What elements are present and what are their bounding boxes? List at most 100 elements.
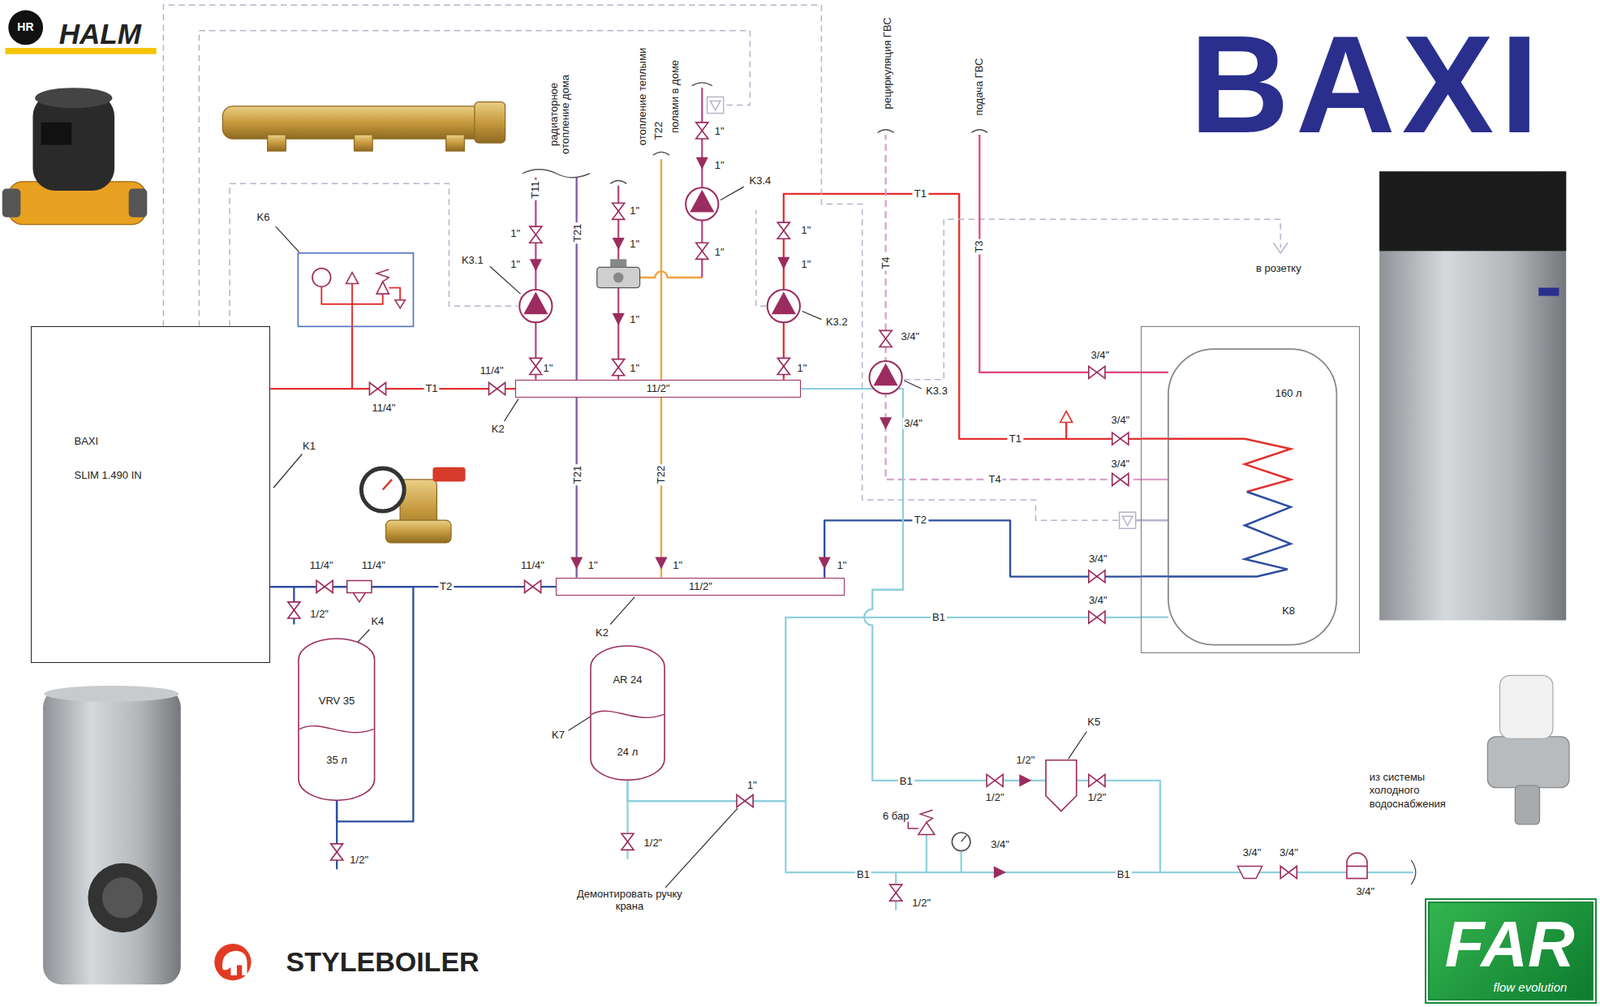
leader-line [1068,731,1088,760]
product-photo [1500,675,1553,739]
product-photo [354,134,374,151]
expansion-tank: VRV 3535 л [297,637,376,801]
pipe-connector [824,520,1141,577]
product-photo [43,685,179,702]
pipe [351,326,353,389]
k6-group [376,281,389,294]
product-photo [446,134,465,151]
valve-symbol [331,843,344,861]
pipe-bracket [610,180,627,185]
k6-group [395,300,406,309]
product-photo [474,102,506,143]
brand-logo-box: FARflow evolution [1426,899,1596,1003]
control-wire [903,219,1281,379]
node-title: 11/2" [646,382,671,396]
pump-symbol [868,361,902,394]
pipe-destination: подача ГВС [973,57,985,116]
callout-number: K3.1 [460,254,486,267]
pipe [785,800,1413,873]
pipe-label: 1/2" [308,608,331,620]
brand-logo: HALM [59,17,142,50]
pipe-label: 1" [795,362,809,375]
product-photo [2,189,22,218]
node-title: BAXI [74,435,99,448]
callout-number: K3.2 [824,316,850,328]
valve-symbol [369,382,386,396]
expansion-tank: AR 2424 л [589,645,666,781]
pipe [534,177,537,380]
pipe-destination: радиаторное отопление дома [548,65,573,164]
pipe-label: 11/4" [478,364,506,376]
pipe-label: 11/4" [519,559,547,572]
pipe-label: 1/2" [910,897,933,909]
node-title: AR 24 [612,673,642,686]
product-photo [129,189,148,218]
pipe-label: 1" [627,313,641,325]
pump-symbol [519,289,552,323]
callout-number: K5 [1085,716,1102,728]
product-photo [382,479,392,491]
pipe [979,134,1141,373]
valve-symbol [612,202,625,220]
note: Демонтировать ручку крана [574,888,684,912]
leader-line [903,380,921,389]
callout-number: K3.3 [924,385,950,397]
pipe-label: 1" [670,559,684,572]
pipe [660,159,663,578]
membrane-line [591,710,664,718]
callout-number: K6 [255,211,272,224]
callout-number: K2 [593,627,611,639]
valve-symbol [696,157,709,170]
pipe [1140,438,1169,440]
pipe-tag: T1 [423,382,439,395]
pipe-bracket [877,129,895,134]
pipe [632,270,702,278]
fitting-symbol [961,835,967,843]
fitting-symbol [1346,865,1368,878]
pipe-label: T4 [987,473,1003,486]
pipe-label: 11/4" [369,402,397,414]
pipe-bracket [971,129,988,134]
valve-symbol [818,557,831,570]
tank-inner [1168,348,1337,646]
leader-line [802,310,822,319]
leader-line [490,266,521,294]
valve-symbol [1112,432,1129,445]
tank-outline [589,645,666,781]
product-photo [432,467,465,482]
product-photo [1379,171,1566,251]
callout-number: K3.4 [748,174,774,186]
callout-number: K1 [301,439,318,452]
pump-symbol [685,187,719,220]
callout-number: K4 [369,615,386,628]
valve-symbol [993,865,1007,878]
tank-inner [1168,438,1291,492]
pipe [925,834,928,874]
leader-line [610,597,635,625]
pipe-label: 1" [627,362,641,375]
pipe [1140,478,1169,481]
water-heater-tank: 160 лK8 [1140,326,1360,653]
pipe-label: 3/4" [1354,886,1377,898]
node-title: 11/2" [688,580,713,594]
pipe-label: 1" [800,224,813,237]
valve-symbol [612,313,625,326]
brand-logo-graphic [214,943,251,981]
valve-symbol [696,242,709,259]
pipe-label: 3/4" [902,417,925,430]
valve-symbol [529,357,542,375]
valve-symbol [986,774,1003,787]
pipe [1065,420,1067,439]
pipe-tag: T22 [653,120,665,142]
pipe-bracket [1410,860,1416,885]
product-photo [1538,288,1559,297]
pipe-label: 1" [713,245,727,258]
pipe-label: 1" [508,227,522,240]
product-photo [102,877,143,918]
pipe-tag: T2 [438,580,454,593]
pipe [1140,371,1169,374]
fitting-symbol [610,258,627,267]
valve-symbol [1112,473,1129,486]
fitting-symbol [951,832,971,852]
